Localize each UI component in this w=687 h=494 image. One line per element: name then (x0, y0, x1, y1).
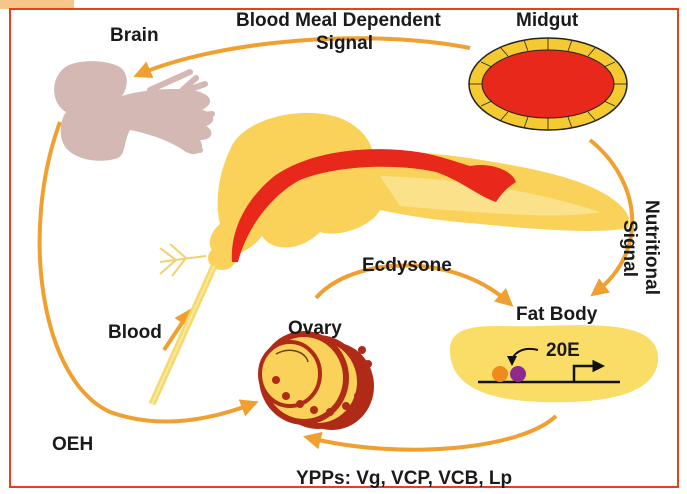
receptor-dot-purple (510, 366, 526, 382)
fat-body-label: Fat Body (516, 304, 597, 326)
fat-body-shape (450, 325, 658, 402)
midgut-label: Midgut (516, 10, 578, 32)
blood-label: Blood (108, 322, 162, 344)
blood-meal-signal-label-line1: Blood Meal Dependent (236, 10, 441, 32)
receptor-dot-orange (492, 366, 508, 382)
oeh-arrow (40, 122, 252, 422)
ypps-label: YPPs: Vg, VCP, VCB, Lp (296, 468, 512, 490)
blood-meal-signal-label-line2: Signal (316, 33, 373, 55)
nutritional-signal-label: Signal (618, 220, 640, 277)
midgut-shape (469, 38, 627, 130)
ecdysone-label: Ecdysone (362, 255, 452, 277)
oeh-label: OEH (52, 434, 93, 456)
brain-label: Brain (110, 25, 159, 47)
nutritional-label: Nutritional (640, 200, 662, 295)
blood-meal-signal-arrow (140, 38, 470, 74)
brain-shape (54, 61, 213, 161)
hormone-20e-label: 20E (546, 340, 580, 362)
ovary-shape (260, 334, 374, 430)
ovary-label: Ovary (288, 318, 342, 340)
